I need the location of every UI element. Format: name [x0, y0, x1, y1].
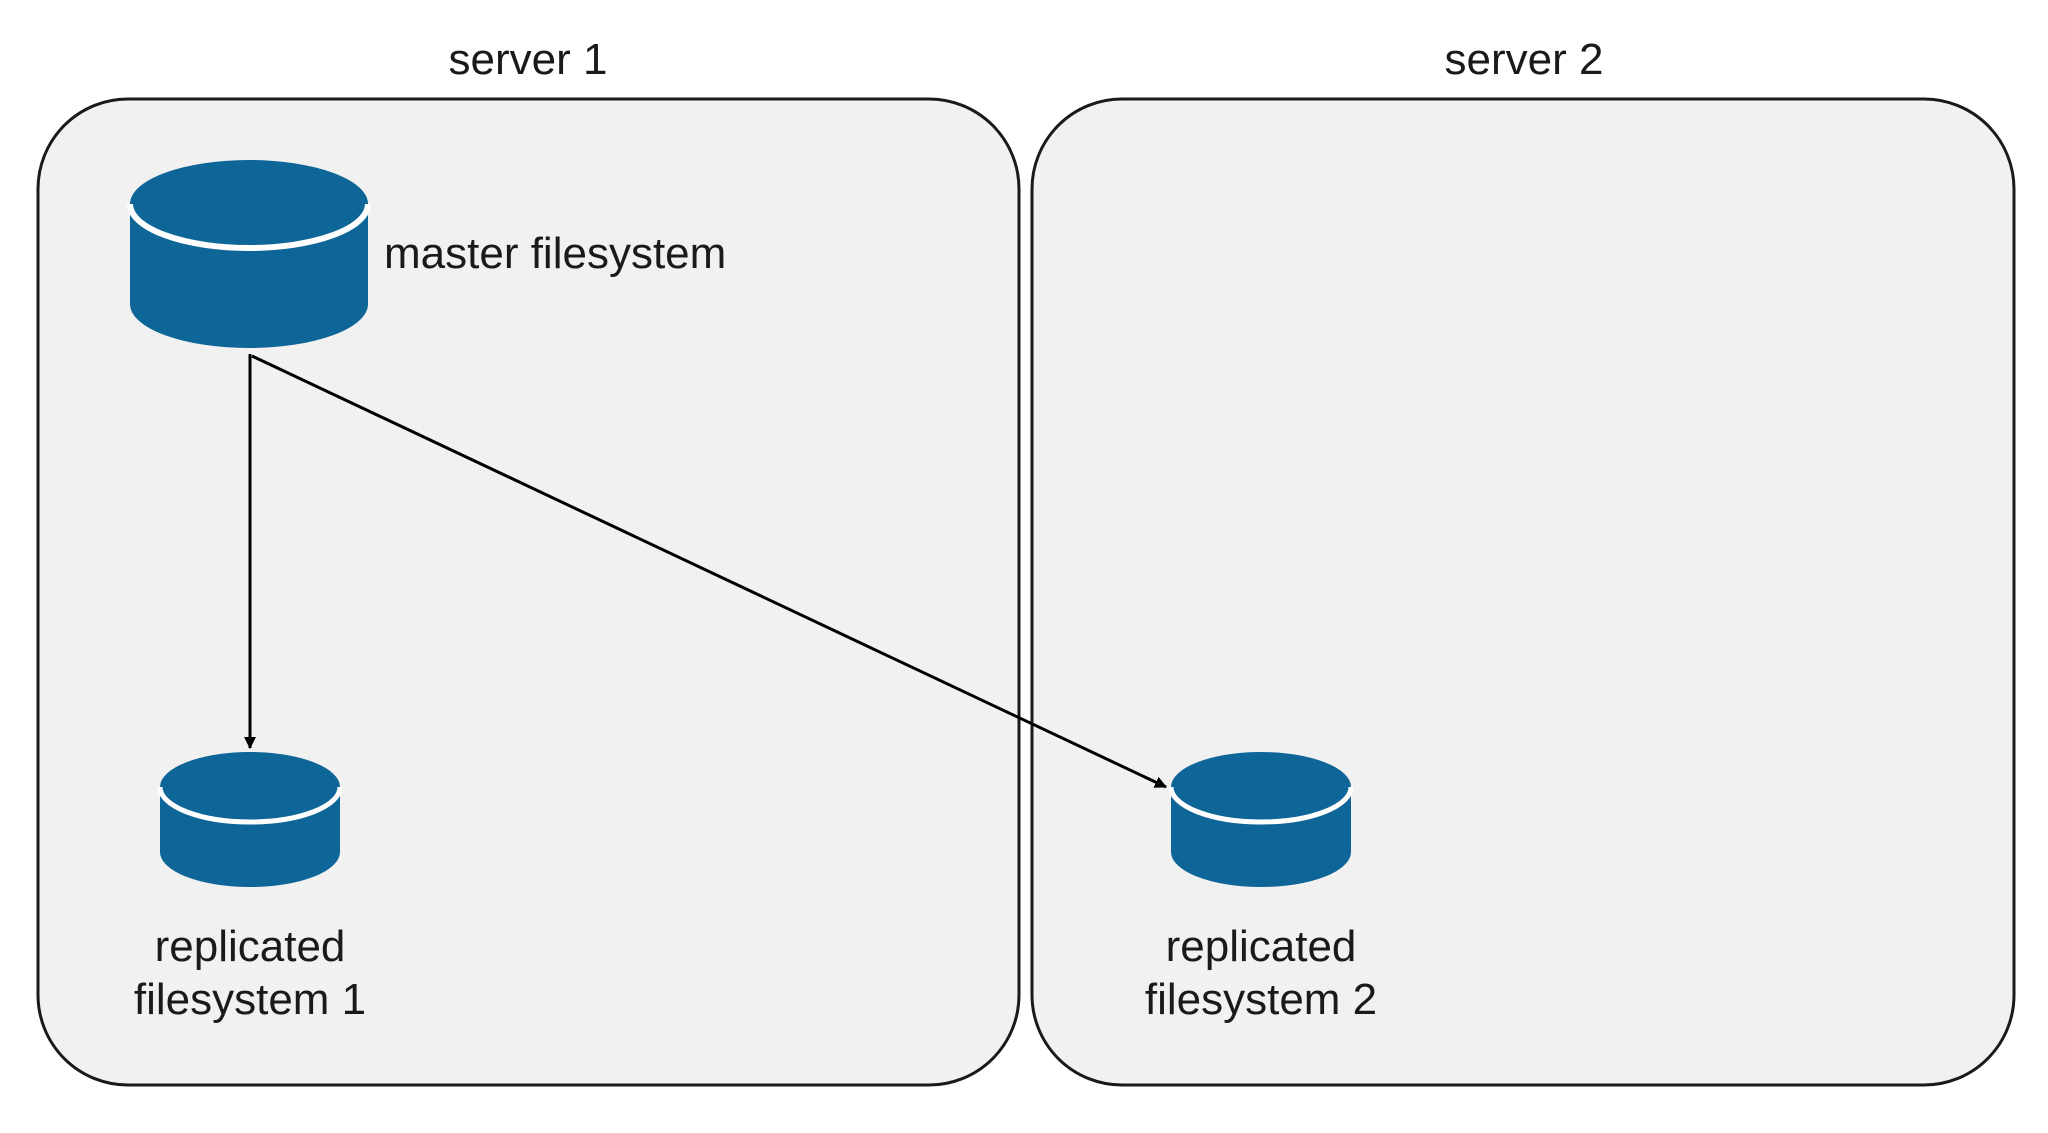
database-icon — [157, 752, 343, 887]
replicated-filesystem-2-label-line2: filesystem 2 — [1145, 975, 1377, 1024]
master-filesystem-label: master filesystem — [384, 229, 726, 278]
server-1-label: server 1 — [449, 35, 608, 84]
replicated-filesystem-2-label-line1: replicated — [1166, 922, 1357, 971]
database-icon — [1168, 752, 1354, 887]
database-icon — [127, 160, 371, 348]
replicated-filesystem-1-label-line1: replicated — [155, 922, 346, 971]
replicated-filesystem-1-label-line2: filesystem 1 — [134, 975, 366, 1024]
replication-arrow-to-filesystem-2 — [251, 354, 1167, 789]
server-2-label: server 2 — [1445, 35, 1604, 84]
